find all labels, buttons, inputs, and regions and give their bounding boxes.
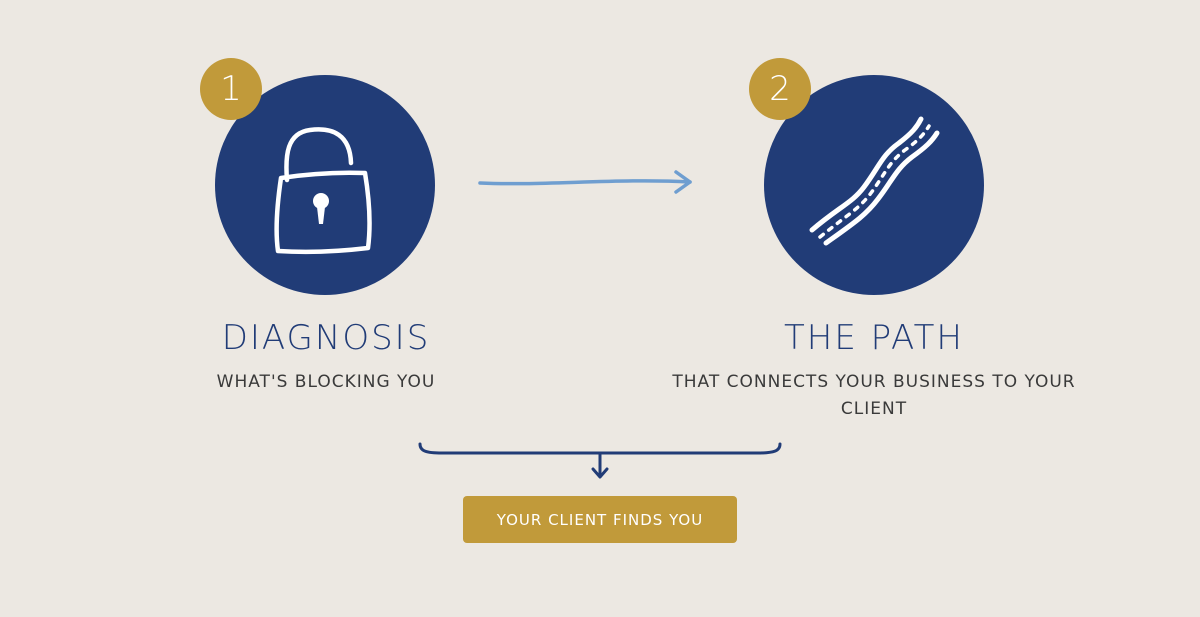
merge-bracket-arrow-icon bbox=[418, 442, 782, 479]
result-label: YOUR CLIENT FINDS YOU bbox=[496, 510, 704, 529]
step-2-number-badge: 2 bbox=[749, 58, 811, 120]
step-1-title: DIAGNOSIS bbox=[221, 318, 431, 358]
step-1-number-badge: 1 bbox=[200, 58, 262, 120]
step-1-subtitle: WHAT'S BLOCKING YOU bbox=[216, 372, 436, 392]
step-1-number: 1 bbox=[220, 69, 242, 109]
padlock-icon bbox=[274, 127, 372, 255]
step-2-title: THE PATH bbox=[784, 318, 964, 358]
right-arrow-icon bbox=[478, 170, 692, 194]
step-2-number: 2 bbox=[769, 69, 791, 109]
step-2-subtitle: THAT CONNECTS YOUR BUSINESS TO YOUR CLIE… bbox=[672, 372, 1076, 419]
winding-road-icon bbox=[809, 116, 940, 246]
result-banner: YOUR CLIENT FINDS YOU bbox=[463, 496, 737, 543]
